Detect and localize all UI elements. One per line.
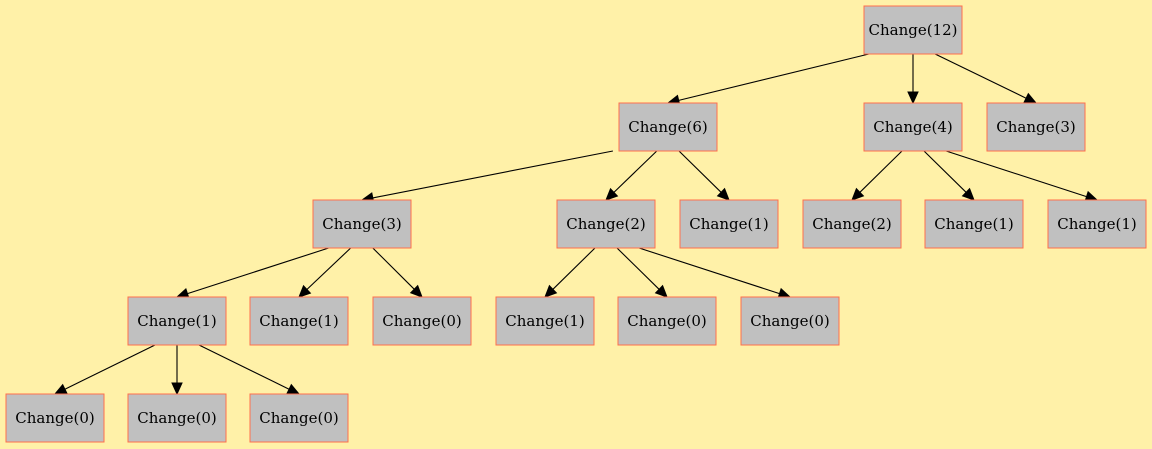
node-label: Change(6) xyxy=(628,118,707,136)
tree-node-n0: Change(12) xyxy=(863,5,963,55)
arrowhead-icon xyxy=(851,187,865,201)
edge-n10-to-n17 xyxy=(171,345,183,396)
node-label: Change(1) xyxy=(934,215,1013,233)
edge-line xyxy=(306,247,352,290)
edge-n5-to-n13 xyxy=(544,247,596,298)
edge-line xyxy=(923,150,967,193)
tree-node-n16: Change(0) xyxy=(5,393,105,443)
node-box xyxy=(740,296,840,346)
node-label: Change(1) xyxy=(137,312,216,330)
tree-node-n14: Change(0) xyxy=(617,296,717,346)
arrowhead-icon xyxy=(409,284,423,298)
edge-n5-to-n14 xyxy=(616,247,668,298)
node-box xyxy=(372,296,472,346)
node-box xyxy=(249,393,349,443)
edge-line xyxy=(372,247,415,290)
node-box xyxy=(556,199,656,249)
node-label: Change(3) xyxy=(322,215,401,233)
arrowhead-icon xyxy=(716,187,730,201)
node-label: Change(0) xyxy=(137,409,216,427)
edge-n1-to-n6 xyxy=(678,150,730,201)
tree-node-n1: Change(6) xyxy=(618,102,718,152)
edge-line xyxy=(678,53,870,101)
node-label: Change(0) xyxy=(627,312,706,330)
edge-line xyxy=(859,150,903,193)
tree-node-n9: Change(1) xyxy=(1047,199,1147,249)
node-label: Change(2) xyxy=(566,215,645,233)
nodes-layer: Change(12) Change(6) Change(4) Change(3) Cha… xyxy=(5,5,1147,443)
node-label: Change(0) xyxy=(750,312,829,330)
node-label: Change(4) xyxy=(873,118,952,136)
node-label: Change(0) xyxy=(15,409,94,427)
tree-node-n18: Change(0) xyxy=(249,393,349,443)
edge-line xyxy=(934,53,1027,99)
node-label: Change(1) xyxy=(259,312,338,330)
node-label: Change(0) xyxy=(382,312,461,330)
tree-node-n7: Change(2) xyxy=(802,199,902,249)
edge-line xyxy=(187,247,329,295)
edge-line xyxy=(678,150,722,193)
tree-node-n2: Change(4) xyxy=(863,102,963,152)
node-box xyxy=(986,102,1086,152)
edge-line xyxy=(372,150,614,199)
tree-node-n15: Change(0) xyxy=(740,296,840,346)
edge-n1-to-n5 xyxy=(605,150,658,201)
arrowhead-icon xyxy=(961,187,975,201)
node-box xyxy=(802,199,902,249)
node-label: Change(1) xyxy=(505,312,584,330)
node-box xyxy=(617,296,717,346)
edge-line xyxy=(64,344,156,390)
tree-node-n3: Change(3) xyxy=(986,102,1086,152)
node-box xyxy=(312,199,412,249)
node-box xyxy=(1047,199,1147,249)
edge-line xyxy=(638,247,780,295)
edge-n5-to-n15 xyxy=(638,247,792,299)
edge-line xyxy=(198,344,290,390)
tree-node-n8: Change(1) xyxy=(924,199,1024,249)
node-box xyxy=(249,296,349,346)
node-box xyxy=(618,102,718,152)
node-box xyxy=(495,296,595,346)
edge-line xyxy=(552,247,596,290)
edge-line xyxy=(616,247,660,290)
edge-n0-to-n2 xyxy=(907,54,919,105)
tree-node-n4: Change(3) xyxy=(312,199,412,249)
edge-n2-to-n8 xyxy=(923,150,975,201)
node-label: Change(3) xyxy=(996,118,1075,136)
tree-node-n5: Change(2) xyxy=(556,199,656,249)
node-box xyxy=(924,199,1024,249)
tree-node-n12: Change(0) xyxy=(372,296,472,346)
node-box xyxy=(127,393,227,443)
edge-n4-to-n12 xyxy=(372,247,423,298)
edge-n4-to-n11 xyxy=(298,247,352,298)
node-box xyxy=(863,102,963,152)
arrowhead-icon xyxy=(907,91,919,105)
tree-node-n10: Change(1) xyxy=(127,296,227,346)
node-box xyxy=(679,199,779,249)
edge-line xyxy=(945,150,1087,198)
node-box xyxy=(863,5,963,55)
node-label: Change(12) xyxy=(868,21,957,39)
tree-node-n6: Change(1) xyxy=(679,199,779,249)
node-label: Change(0) xyxy=(259,409,338,427)
node-box xyxy=(127,296,227,346)
tree-node-n17: Change(0) xyxy=(127,393,227,443)
arrowhead-icon xyxy=(605,187,619,201)
tree-node-n13: Change(1) xyxy=(495,296,595,346)
edge-line xyxy=(613,150,658,193)
node-label: Change(1) xyxy=(1057,215,1136,233)
arrowhead-icon xyxy=(654,284,668,298)
arrowhead-icon xyxy=(544,284,558,298)
tree-node-n11: Change(1) xyxy=(249,296,349,346)
node-label: Change(1) xyxy=(689,215,768,233)
arrowhead-icon xyxy=(171,382,183,396)
node-label: Change(2) xyxy=(812,215,891,233)
arrowhead-icon xyxy=(298,284,312,298)
node-box xyxy=(5,393,105,443)
edge-n2-to-n7 xyxy=(851,150,903,201)
